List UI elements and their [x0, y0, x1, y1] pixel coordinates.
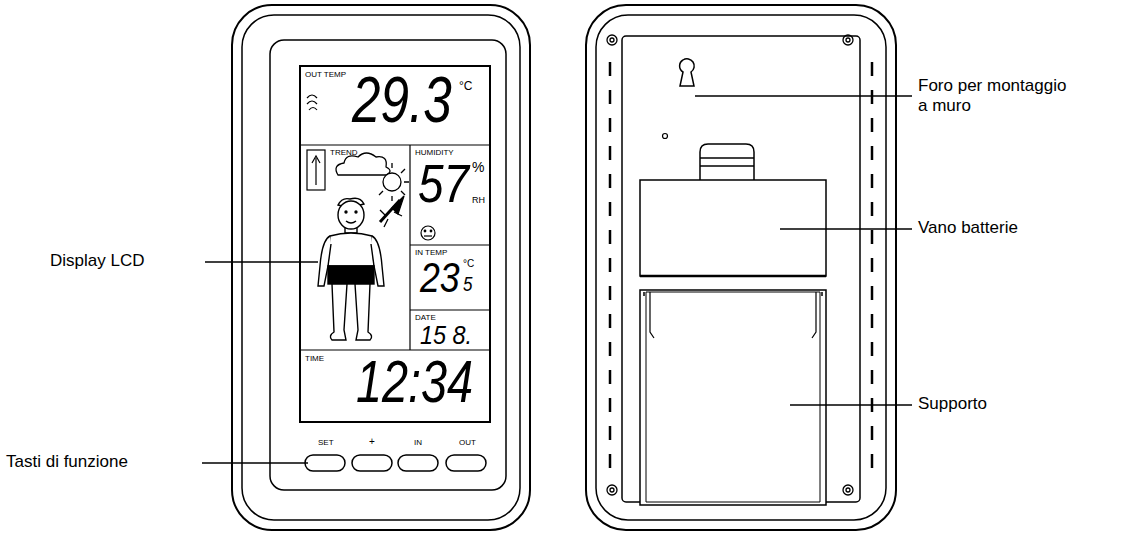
lcd-label: IN TEMP [415, 249, 447, 257]
slot [609, 342, 612, 356]
wall-mount-hole [680, 59, 695, 86]
slot [871, 174, 874, 188]
callout-label: Supporto [918, 395, 987, 412]
slot [871, 314, 874, 328]
slot [609, 286, 612, 300]
stand-support [640, 290, 826, 505]
slot [609, 258, 612, 272]
front-bezel [270, 40, 506, 490]
slot [871, 426, 874, 440]
lcd-label: OUT TEMP [305, 71, 346, 79]
boy-figure [318, 198, 384, 340]
lcd-label: TREND [330, 149, 358, 157]
function-buttons [305, 455, 486, 471]
slot [609, 314, 612, 328]
slot [871, 230, 874, 244]
trend-arrow-icon [307, 150, 325, 190]
callout-label: Foro per montaggio a muro [918, 76, 1068, 115]
lcd-digits: 12:34 [356, 352, 473, 412]
back-housing [586, 5, 896, 530]
leader-lines [202, 96, 912, 463]
radio-signal-icon [307, 95, 317, 110]
lcd-digits: 29.3 [352, 68, 452, 132]
callout-label: Vano batterie [918, 219, 1018, 236]
lcd-screen [300, 66, 490, 422]
lcd-digits: 23 [420, 257, 460, 299]
lcd-unit: °C [459, 80, 472, 92]
slot [871, 454, 874, 468]
weather-icon [336, 153, 409, 201]
slot [871, 146, 874, 160]
back-housing-inner [596, 15, 886, 520]
lcd-unit: % [472, 160, 484, 174]
button-label: IN [414, 439, 422, 447]
button-label: SET [318, 439, 334, 447]
lcd-unit: °C [463, 259, 474, 269]
slot [609, 426, 612, 440]
lcd-digits: 15 8. [420, 322, 472, 348]
callout-label: Display LCD [50, 252, 144, 269]
slot [609, 146, 612, 160]
slot [871, 202, 874, 216]
slot [871, 90, 874, 104]
slot [609, 398, 612, 412]
lcd-label: TIME [305, 355, 324, 363]
slot [609, 62, 612, 76]
slot [609, 174, 612, 188]
battery-compartment [640, 144, 826, 276]
lcd-unit: RH [472, 196, 485, 205]
slot [609, 118, 612, 132]
front-housing-inner [242, 15, 520, 520]
lcd-label: DATE [415, 314, 436, 322]
lcd-digits: 5 [463, 274, 472, 294]
mosquito-icon [380, 196, 404, 227]
lcd-dividers [300, 145, 490, 350]
slot [609, 90, 612, 104]
comfort-smiley [421, 226, 435, 240]
front-housing [232, 5, 530, 530]
slot [609, 202, 612, 216]
slot [609, 454, 612, 468]
reset-hole [663, 134, 668, 139]
button-label: OUT [459, 439, 476, 447]
slot [609, 230, 612, 244]
button-label: + [369, 437, 375, 447]
slot [871, 118, 874, 132]
slot [871, 62, 874, 76]
slot [871, 286, 874, 300]
slot [871, 342, 874, 356]
slot [871, 370, 874, 384]
slot [871, 258, 874, 272]
slot [609, 370, 612, 384]
lcd-digits: 57 [418, 156, 469, 210]
callout-label: Tasti di funzione [6, 453, 128, 470]
